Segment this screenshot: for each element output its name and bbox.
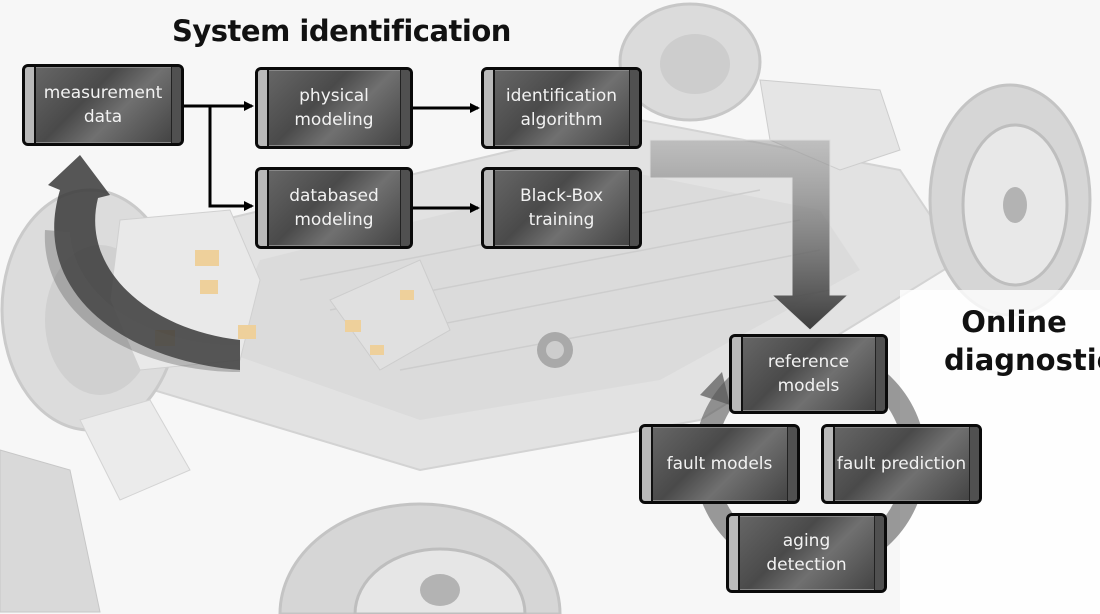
box-label: Black-Box training	[519, 186, 604, 230]
title-system-identification: System identification	[172, 14, 511, 48]
wheel-front-left	[278, 502, 562, 614]
box-fault-models: fault models	[639, 424, 800, 504]
box-physical-modeling: physical modeling	[255, 67, 413, 149]
wheel-rear-left	[618, 2, 762, 122]
box-label: aging detection	[766, 531, 847, 575]
system-to-diagnostic-arrow	[649, 139, 850, 331]
feedback-curved-arrow	[48, 155, 240, 370]
wheel-rear-right	[928, 83, 1092, 317]
box-identification-algorithm: identification algorithm	[481, 67, 642, 149]
box-fault-prediction: fault prediction	[821, 424, 982, 504]
box-label: fault prediction	[836, 454, 967, 474]
aux-module	[79, 399, 191, 501]
box-label: identification algorithm	[505, 86, 618, 130]
box-reference-models: reference models	[729, 334, 888, 414]
title-online-diagnostic: Online diagnostic	[944, 305, 1100, 377]
inverter-unit	[329, 259, 451, 371]
box-label: databased modeling	[289, 186, 379, 230]
box-label: reference models	[767, 352, 850, 396]
cycle-arrowhead	[700, 372, 730, 405]
connector-branch-to-databased	[208, 106, 254, 211]
box-label: physical modeling	[294, 86, 374, 130]
charge-port	[537, 332, 573, 368]
box-databased-modeling: databased modeling	[255, 167, 413, 249]
box-aging-detection: aging detection	[726, 513, 887, 593]
body-frame	[0, 449, 101, 613]
box-label: measurement data	[43, 83, 163, 127]
box-label: fault models	[666, 454, 773, 474]
box-black-box-training: Black-Box training	[481, 167, 642, 249]
box-measurement-data: measurement data	[22, 64, 184, 146]
